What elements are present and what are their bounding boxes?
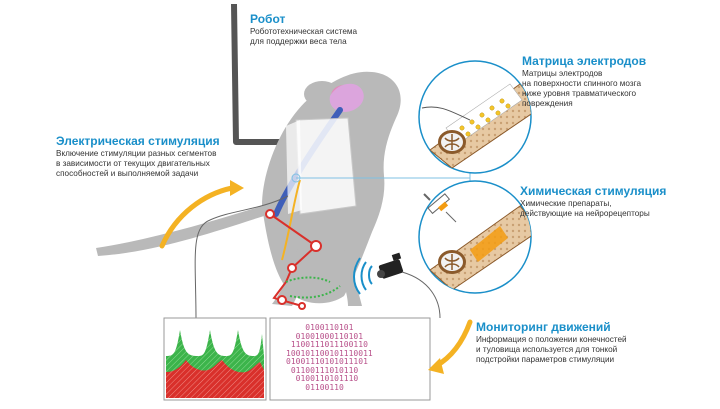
binary-data-readout: 0100110101 01001000110101 11001110111001… — [286, 324, 373, 392]
electrical-stimulation-title: Электрическая стимуляция — [56, 134, 220, 148]
electrode-array-description: Матрицы электродов на поверхности спинно… — [522, 69, 642, 108]
syringe-icon — [423, 193, 457, 223]
chemical-stimulation-description: Химические препараты, действующие на ней… — [520, 199, 650, 218]
electrode-lead — [194, 179, 301, 321]
brain — [329, 83, 364, 112]
harness-vest — [286, 117, 357, 215]
spinal-cord-section-icon — [438, 250, 466, 274]
spinal-cord-section-icon — [438, 130, 466, 154]
robot-arm — [231, 3, 296, 145]
limb-joint-model — [265, 209, 341, 310]
robot-title: Робот — [250, 12, 286, 26]
robot-description: Робототехническая система для поддержки … — [250, 27, 358, 46]
binary-panel — [269, 317, 431, 401]
electrode-array-icon — [459, 98, 511, 137]
motion-monitoring-title: Мониторинг движений — [476, 320, 611, 334]
monitoring-arrow — [428, 319, 473, 374]
electrode-array-zoom — [418, 60, 532, 174]
motion-monitoring-description: Информация о положении конечностей и тул… — [476, 335, 627, 364]
electrode-array-title: Матрица электродов — [522, 54, 647, 68]
emg-panel — [163, 317, 267, 401]
chemical-stimulation-title: Химическая стимуляция — [520, 184, 667, 198]
camera-icon — [353, 252, 441, 319]
stimulation-arrow — [159, 180, 244, 249]
chemical-stimulation-zoom — [418, 180, 532, 294]
electrical-stimulation-description: Включение стимуляции разных сегментов в … — [56, 149, 217, 178]
